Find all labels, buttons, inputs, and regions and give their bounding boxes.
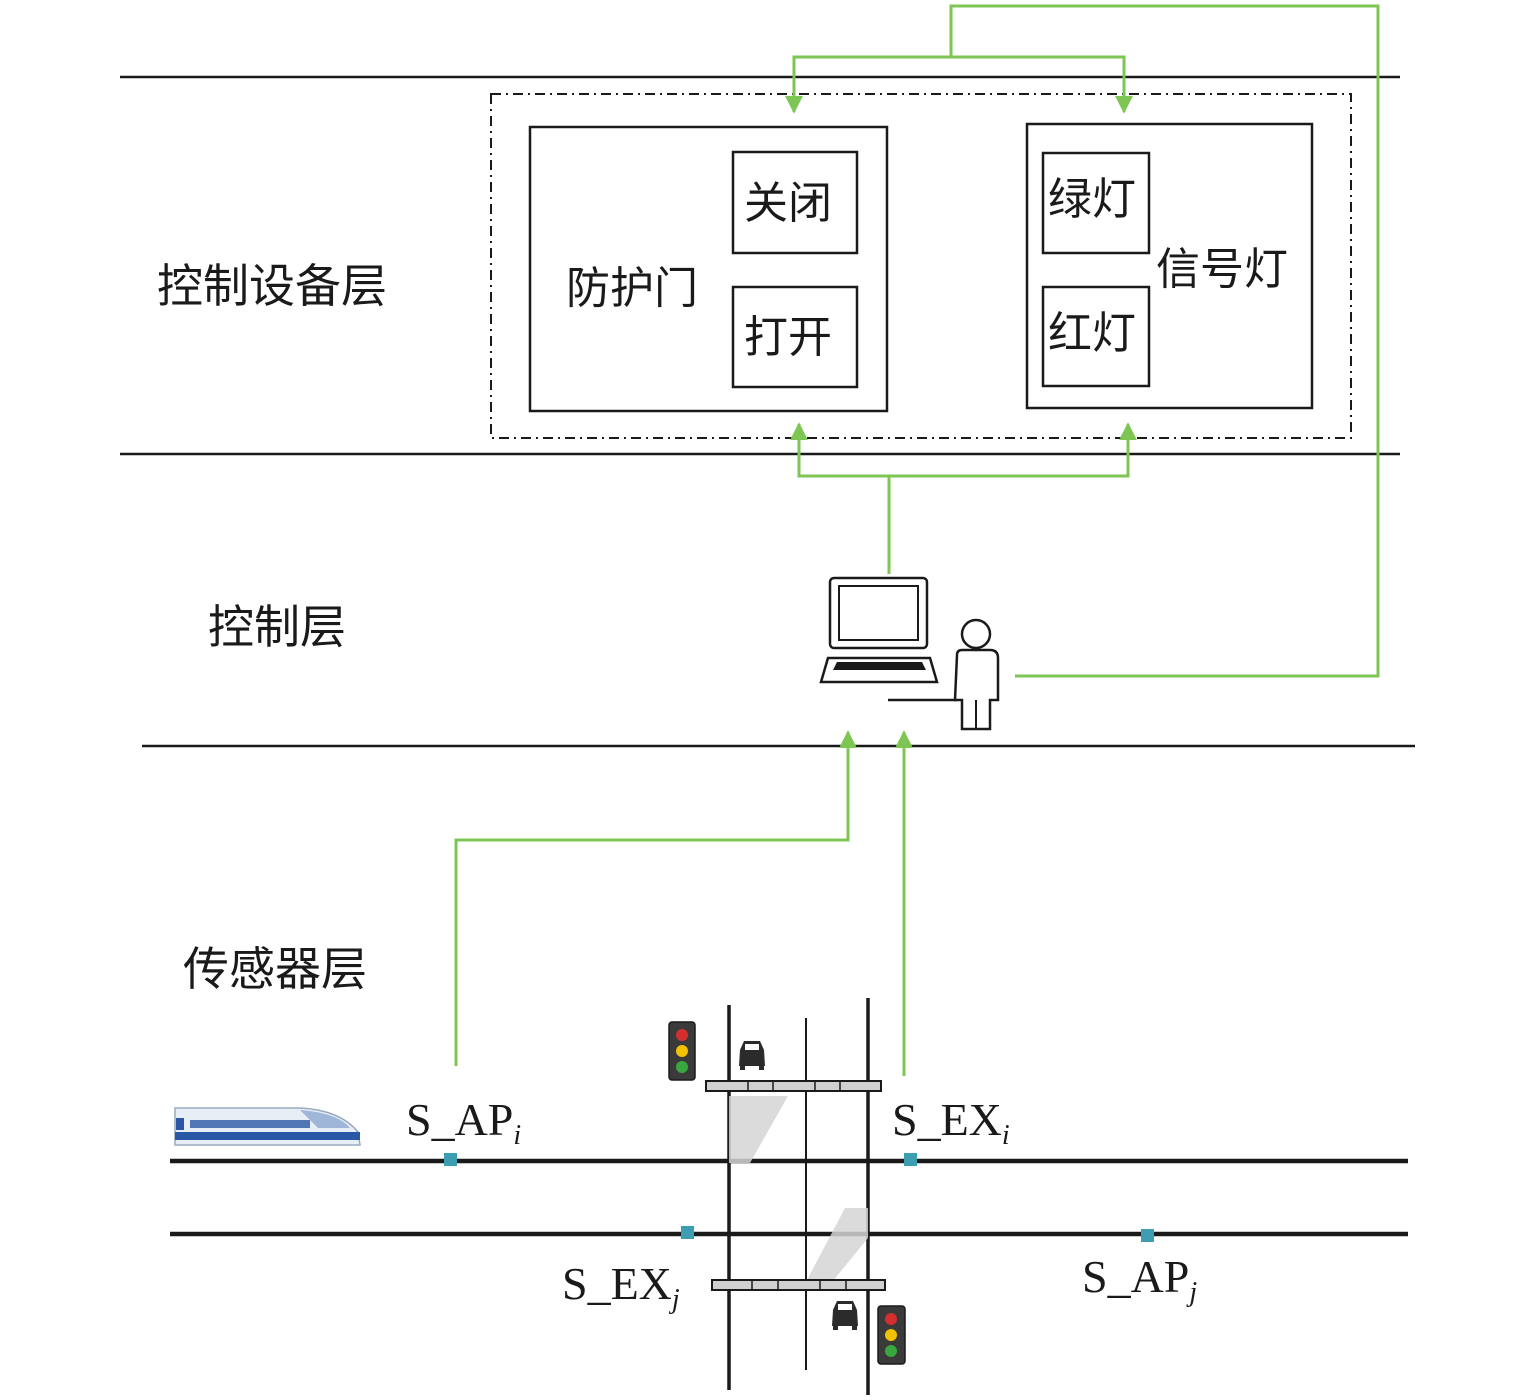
sensor-ex-j (681, 1226, 694, 1239)
sensor-ap-j (1141, 1229, 1154, 1242)
signal-red-box (1041, 285, 1151, 388)
operator-feedback-line (949, 4, 1380, 678)
gate-open-box (731, 285, 859, 389)
signal-green-label: 绿灯 (1048, 174, 1136, 225)
control-layer-label: 控制层 (208, 600, 346, 654)
crossing-shadow-2 (806, 1208, 868, 1282)
signal-device: 绿灯 红灯 信号灯 (1025, 122, 1314, 410)
level-crossing (668, 998, 906, 1395)
gate-close-label: 关闭 (744, 178, 832, 229)
top-split-arrows (785, 55, 1133, 114)
car-icon-bottom (832, 1301, 858, 1330)
operator-icon (953, 618, 1000, 731)
sensor-ap-i-label: S_APi (406, 1094, 521, 1151)
traffic-light-top (668, 1021, 696, 1081)
sensor-ex-j-label: S_EXj (562, 1258, 680, 1315)
car-icon-top (739, 1041, 765, 1070)
barrier-bottom (711, 1279, 886, 1291)
barrier-top (705, 1080, 882, 1092)
traffic-light-bottom (877, 1305, 906, 1365)
bottom-split-arrows (790, 422, 1137, 478)
sensor-ex-i-label: S_EXi (892, 1094, 1010, 1151)
computer-icon (819, 576, 957, 702)
gate-open-label: 打开 (744, 312, 832, 363)
sensor-ap-j-label: S_APj (1082, 1251, 1197, 1308)
ap-i-signal-line (454, 730, 857, 1066)
gate-label: 防护门 (566, 263, 698, 314)
crossing-shadow-1 (729, 1096, 788, 1163)
train-icon (174, 1107, 361, 1146)
gate-device: 防护门 关闭 打开 (528, 125, 889, 413)
device-layer-label: 控制设备层 (157, 259, 387, 313)
signal-green-box (1041, 151, 1151, 255)
signal-red-label: 红灯 (1048, 308, 1136, 359)
sensor-layer-label: 传感器层 (183, 942, 367, 996)
gate-close-box (731, 150, 859, 255)
sensor-ex-i (904, 1153, 917, 1166)
signal-label: 信号灯 (1156, 244, 1288, 295)
sensor-ap-i (444, 1153, 457, 1166)
